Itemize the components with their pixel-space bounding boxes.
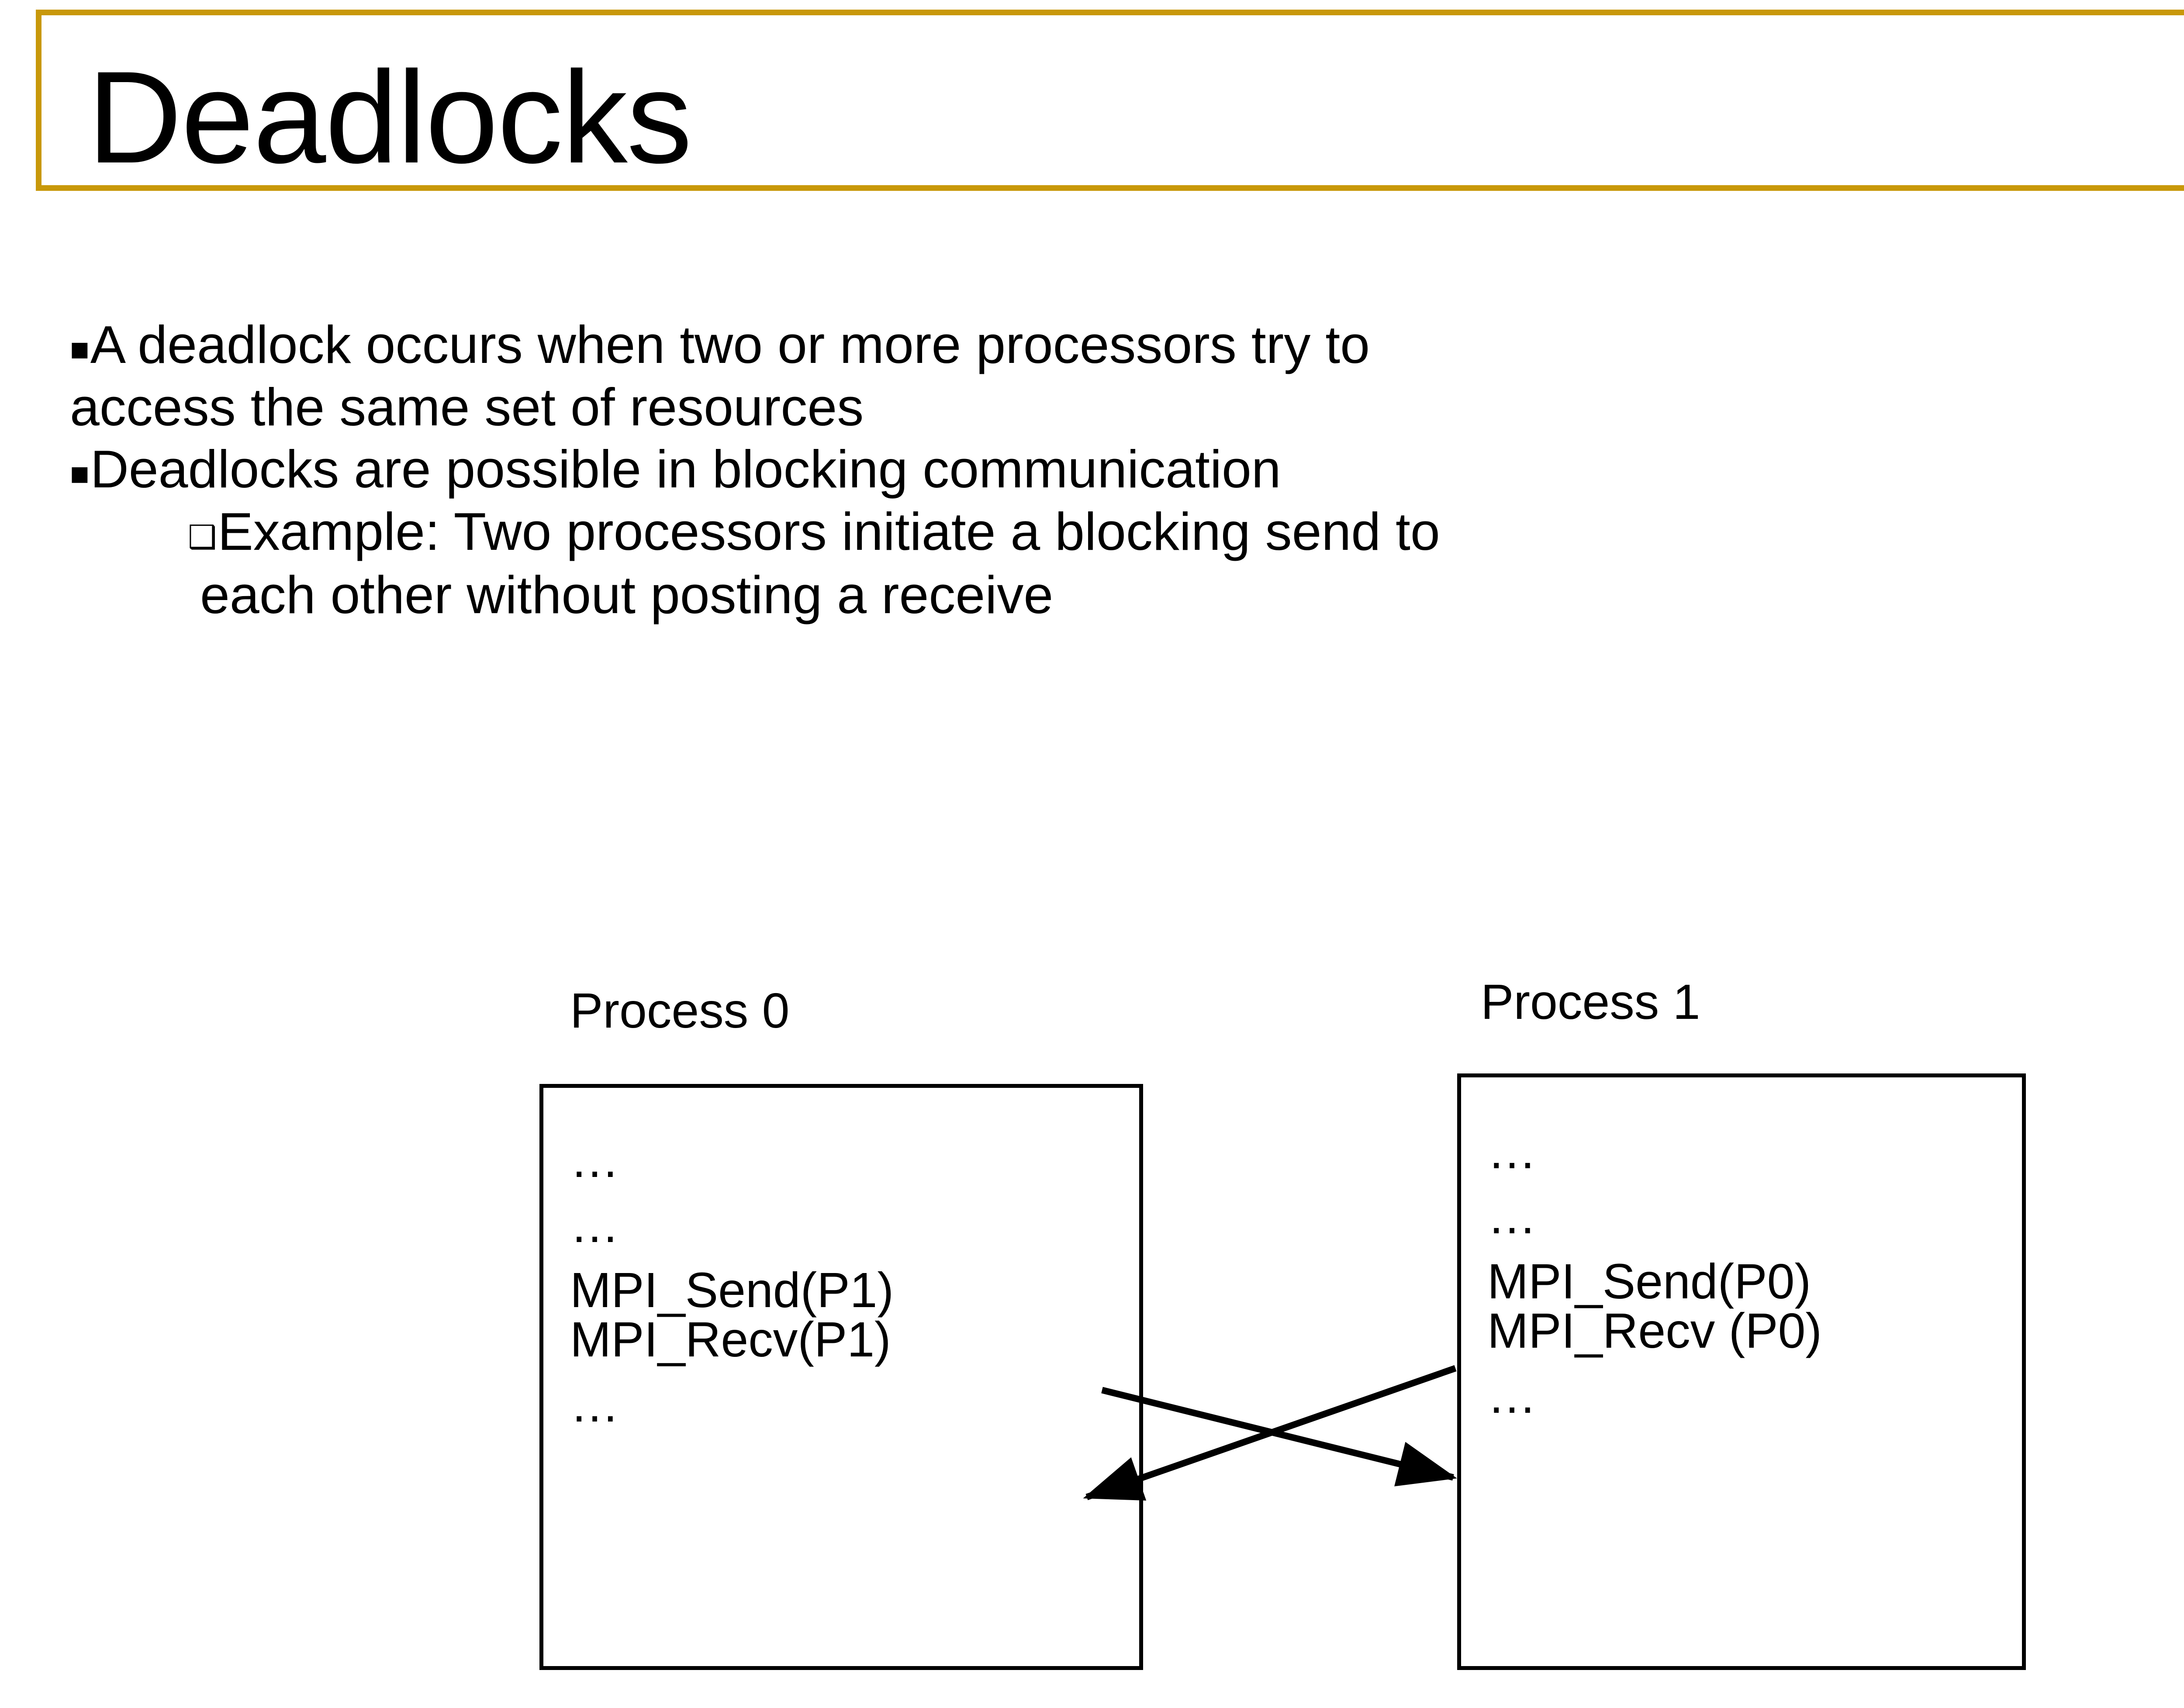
list-item-line-1: Example: Two processors initiate a block… — [218, 502, 1440, 561]
title-frame — [36, 10, 2184, 191]
code-line: … — [570, 1132, 619, 1187]
list-item-line-1: A deadlock occurs when two or more proce… — [90, 315, 1370, 374]
arrow-p1-send-to-p0 — [1083, 1365, 1457, 1501]
page-title: Deadlocks — [87, 44, 692, 190]
list-item-line-2: each other without posting a receive — [200, 565, 1054, 625]
code-line: … — [1487, 1124, 1537, 1179]
bullet-square-filled-icon: ■ — [70, 331, 90, 367]
arrow-p0-send-to-p1 — [1101, 1387, 1457, 1487]
code-line: MPI_Send(P1) — [570, 1263, 894, 1318]
code-line: … — [1487, 1189, 1537, 1244]
code-line: … — [570, 1197, 619, 1253]
process-1-label: Process 1 — [1481, 974, 1700, 1029]
code-line: … — [570, 1377, 619, 1432]
code-spacer — [1487, 1241, 1822, 1257]
code-line: … — [1487, 1368, 1537, 1423]
list-item: ■A deadlock occurs when two or more proc… — [70, 314, 2184, 438]
list-item-line-2: access the same set of resources — [70, 377, 864, 437]
code-spacer — [1487, 1176, 1822, 1192]
process-1-box — [1457, 1073, 2026, 1670]
code-spacer — [570, 1364, 894, 1380]
code-line: MPI_Send(P0) — [1487, 1254, 1811, 1309]
code-spacer — [570, 1185, 894, 1201]
bullet-square-hollow-icon: ❑ — [188, 519, 217, 555]
process-1-code: … … MPI_Send(P0) MPI_Recv (P0) … — [1487, 1127, 1822, 1421]
code-spacer — [570, 1250, 894, 1266]
process-0-code: … … MPI_Send(P1) MPI_Recv(P1) … — [570, 1135, 894, 1429]
bullet-list: ■A deadlock occurs when two or more proc… — [70, 314, 2184, 626]
process-0-label: Process 0 — [570, 983, 790, 1038]
process-0-box — [539, 1084, 1143, 1670]
code-spacer — [1487, 1356, 1822, 1371]
list-item: ■Deadlocks are possible in blocking comm… — [70, 438, 2184, 500]
code-line: MPI_Recv(P1) — [570, 1312, 891, 1367]
bullet-square-filled-icon: ■ — [70, 455, 90, 492]
list-item: ❑Example: Two processors initiate a bloc… — [70, 500, 2184, 626]
code-line: MPI_Recv (P0) — [1487, 1303, 1822, 1358]
list-item-line-1: Deadlocks are possible in blocking commu… — [90, 439, 1281, 499]
